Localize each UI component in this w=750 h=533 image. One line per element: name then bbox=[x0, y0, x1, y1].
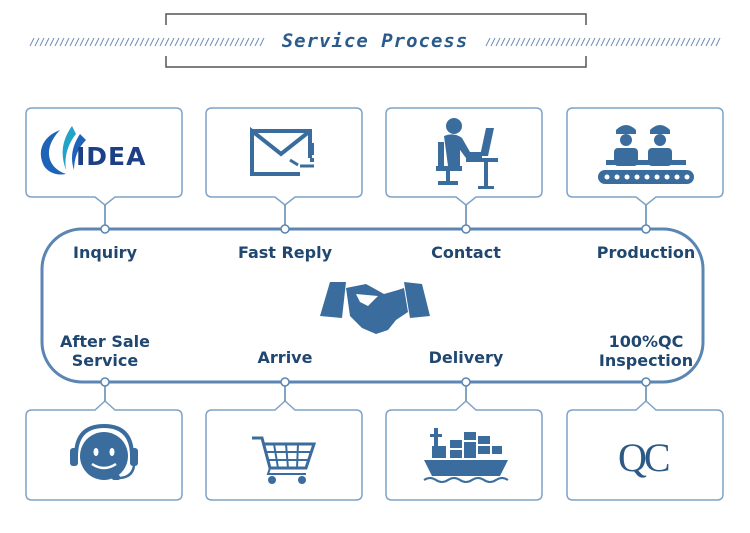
step-label-after-sale-line1: After Sale bbox=[60, 332, 150, 351]
shopping-cart-icon bbox=[252, 436, 317, 484]
step-label-after-sale-line2: Service bbox=[71, 351, 139, 370]
node-dot bbox=[280, 224, 290, 234]
node-dot bbox=[280, 377, 290, 387]
node-dot bbox=[100, 377, 110, 387]
cargo-ship-icon bbox=[423, 428, 509, 483]
node-dot bbox=[641, 224, 651, 234]
step-label-qc-line1: 100%QC bbox=[608, 332, 684, 351]
handshake-icon bbox=[320, 282, 430, 334]
qc-text-icon: QC bbox=[618, 435, 671, 480]
workers-conveyor-icon bbox=[598, 125, 694, 184]
step-label-arrive: Arrive bbox=[257, 348, 313, 367]
connectors bbox=[100, 205, 651, 401]
step-label-qc-line2: Inspection bbox=[598, 351, 694, 370]
customer-service-headset-icon bbox=[70, 423, 138, 480]
box-fast-reply bbox=[205, 107, 363, 206]
idea-logo-icon bbox=[40, 126, 86, 175]
box-arrive bbox=[205, 399, 363, 501]
node-dot bbox=[641, 377, 651, 387]
process-loop bbox=[40, 227, 705, 384]
box-inquiry bbox=[25, 107, 183, 206]
title-hatch-left bbox=[29, 37, 265, 47]
box-production bbox=[566, 107, 724, 206]
step-label-production: Production bbox=[596, 243, 696, 262]
page-title: Service Process bbox=[281, 30, 469, 52]
node-dot bbox=[461, 377, 471, 387]
box-contact bbox=[385, 107, 543, 206]
mail-reply-icon bbox=[250, 126, 314, 176]
person-at-desk-icon bbox=[436, 118, 498, 189]
title-frame bbox=[165, 13, 587, 68]
idea-logo-text: IDEA bbox=[76, 142, 147, 171]
node-dot bbox=[461, 224, 471, 234]
box-qc bbox=[566, 399, 724, 501]
node-dot bbox=[100, 224, 110, 234]
step-label-contact: Contact bbox=[431, 243, 501, 262]
title-hatch-right bbox=[485, 37, 721, 47]
step-label-fast-reply: Fast Reply bbox=[237, 243, 333, 262]
step-label-delivery: Delivery bbox=[428, 348, 504, 367]
step-label-inquiry: Inquiry bbox=[73, 243, 137, 262]
